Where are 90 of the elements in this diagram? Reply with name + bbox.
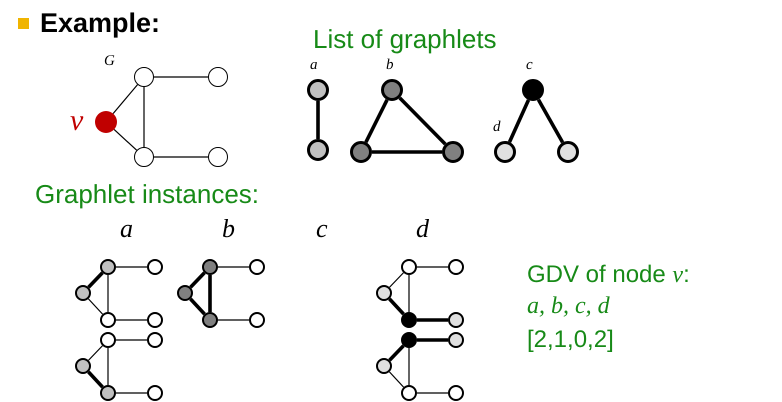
edge-line: [417, 318, 448, 322]
graph-vertex: [381, 79, 403, 101]
section-heading: List of graphlets: [313, 26, 497, 52]
edge-line: [112, 84, 138, 114]
edge-line: [87, 370, 104, 388]
edge-line: [114, 129, 138, 151]
graph-vertex: [134, 67, 154, 87]
edge-line: [372, 150, 442, 154]
edge-line: [389, 272, 404, 288]
graph-vertex: [208, 147, 228, 167]
edge-line: [408, 275, 410, 312]
edge-line: [116, 266, 147, 268]
vertex-label: d: [493, 120, 500, 135]
edge-line: [389, 371, 404, 388]
edge-line: [116, 392, 147, 394]
graph-vertex: [147, 312, 163, 328]
graph-vertex: [401, 385, 417, 401]
graph-vertex: [100, 332, 116, 348]
result-text: a, b, c, d: [527, 294, 610, 318]
edge-line: [316, 101, 320, 139]
edge-line: [408, 348, 410, 385]
edge-line: [107, 348, 109, 385]
graph-vertex: [147, 385, 163, 401]
graph-vertex: [376, 358, 392, 374]
graph-vertex: [350, 141, 372, 163]
graph-vertex: [522, 79, 544, 101]
graph-vertex: [448, 312, 464, 328]
edge-line: [388, 344, 405, 362]
graph-vertex: [307, 139, 329, 161]
graph-vertex: [100, 259, 116, 275]
edge-line: [107, 275, 109, 312]
graphlet-letter: d: [416, 216, 429, 242]
graph-vertex: [249, 312, 265, 328]
edge-line: [154, 156, 208, 158]
graph-vertex: [208, 67, 228, 87]
edge-line: [398, 96, 447, 146]
edge-line: [417, 266, 448, 268]
graph-vertex: [401, 259, 417, 275]
graph-vertex: [494, 141, 516, 163]
graph-vertex: [442, 141, 464, 163]
graph-vertex: [100, 385, 116, 401]
edge-line: [88, 298, 103, 315]
edge-line: [189, 272, 206, 288]
graph-vertex: [249, 259, 265, 275]
graph-vertex: [177, 285, 193, 301]
vertex-label: c: [526, 58, 533, 73]
title: Example:: [40, 10, 160, 37]
graph-vertex: [202, 312, 218, 328]
graphlet-letter: a: [120, 216, 133, 242]
edge-line: [417, 392, 448, 394]
edge-line: [189, 298, 206, 316]
graph-vertex: [448, 332, 464, 348]
graph-vertex: [147, 332, 163, 348]
edge-line: [116, 319, 147, 321]
graph-vertex: [75, 358, 91, 374]
graph-vertex: [448, 385, 464, 401]
graphlet-letter: b: [222, 216, 235, 242]
graph-vertex: [401, 332, 417, 348]
graph-label: G: [104, 54, 115, 69]
edge-line: [143, 87, 145, 147]
vertex-label: v: [70, 106, 84, 136]
edge-line: [417, 338, 448, 342]
edge-line: [508, 99, 530, 143]
edge-line: [218, 319, 249, 321]
graph-vertex: [307, 79, 329, 101]
graph-vertex: [147, 259, 163, 275]
edge-line: [154, 76, 208, 78]
graph-vertex: [448, 259, 464, 275]
graph-vertex: [100, 312, 116, 328]
edge-line: [116, 339, 147, 341]
edge-line: [364, 99, 389, 143]
edge-line: [88, 345, 103, 361]
graph-vertex: [134, 147, 154, 167]
result-text: [2,1,0,2]: [527, 328, 614, 352]
graph-vertex: [401, 312, 417, 328]
edge-line: [87, 272, 104, 288]
vertex-label: a: [310, 58, 318, 73]
graphlet-letter: c: [316, 216, 328, 242]
highlighted-vertex: [95, 111, 117, 133]
graph-vertex: [75, 285, 91, 301]
edge-line: [218, 266, 249, 268]
result-text: GDV of node v:: [527, 263, 690, 287]
edge-line: [388, 298, 405, 316]
graph-vertex: [202, 259, 218, 275]
edge-line: [208, 275, 212, 312]
vertex-label: b: [386, 58, 394, 73]
edge-line: [536, 98, 564, 144]
section-heading: Graphlet instances:: [35, 181, 260, 207]
graph-vertex: [557, 141, 579, 163]
graph-vertex: [376, 285, 392, 301]
